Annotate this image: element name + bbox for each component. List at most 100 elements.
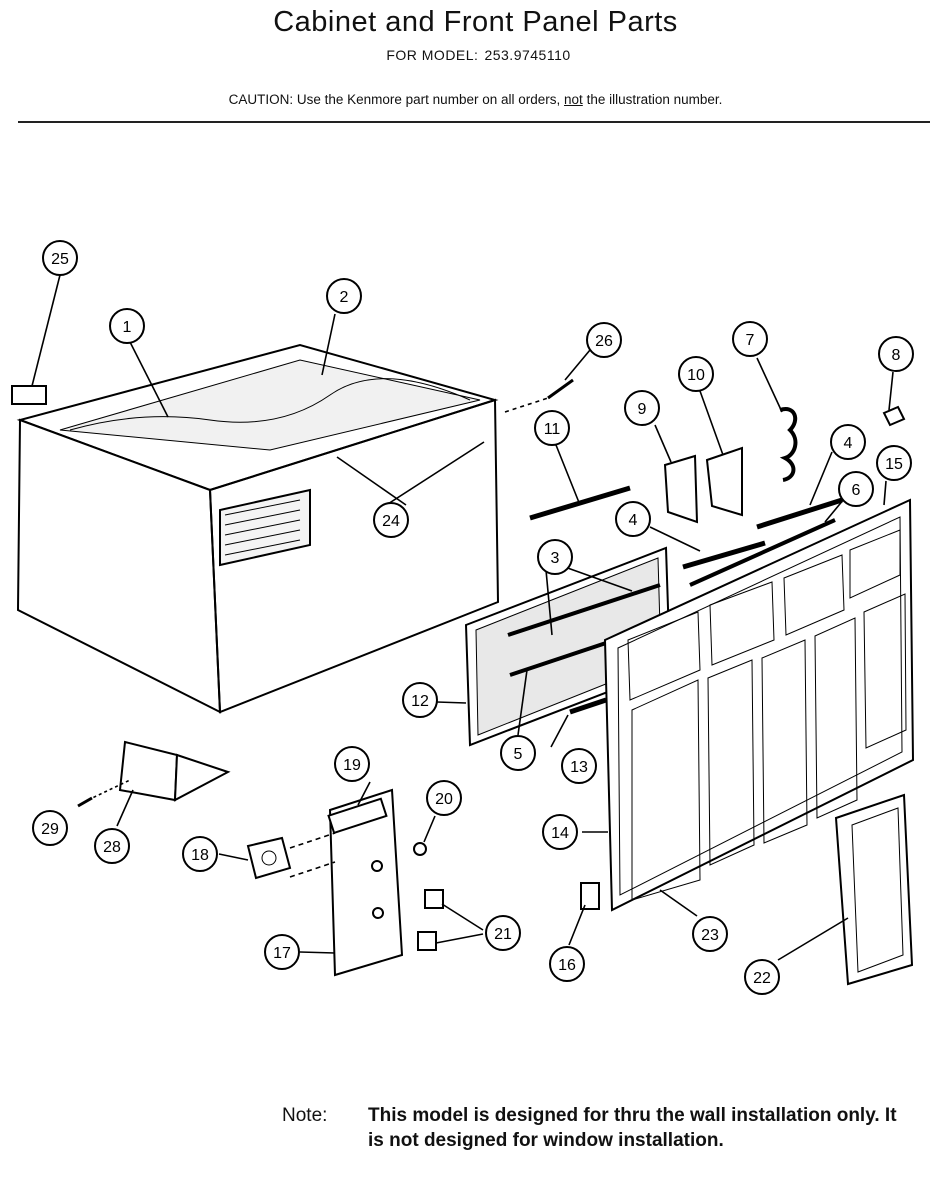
callout-circle	[182, 836, 218, 872]
callout-number: 13	[570, 759, 588, 776]
strip-4-upper	[756, 497, 843, 530]
callout-number: 21	[494, 926, 512, 943]
callout-23: 23	[692, 916, 728, 952]
callout-circle	[402, 682, 438, 718]
strip-4-lower	[682, 540, 766, 570]
callout-number: 1	[123, 319, 132, 336]
switch-18	[246, 836, 292, 880]
callout-8: 8	[878, 336, 914, 372]
callout-number: 20	[435, 791, 453, 808]
bracket-9	[663, 454, 699, 524]
callout-circle	[732, 321, 768, 357]
bracket-28	[77, 740, 231, 808]
callout-number: 26	[595, 333, 613, 350]
front-grille-14	[603, 498, 915, 912]
callout-17: 17	[264, 934, 300, 970]
callout-19: 19	[334, 746, 370, 782]
door-22	[834, 793, 914, 986]
bracket-10	[705, 446, 743, 517]
control-plate-17	[289, 788, 404, 977]
thermostat-21-upper	[424, 889, 444, 909]
callout-6: 6	[838, 471, 874, 507]
callout-11: 11	[534, 410, 570, 446]
caution-prefix: CAUTION: Use the Kenmore part number on …	[228, 92, 561, 107]
callout-number: 24	[382, 513, 400, 530]
knob-8	[882, 405, 906, 427]
callout-circle	[42, 240, 78, 276]
callout-15: 15	[876, 445, 912, 481]
strip-13	[569, 697, 607, 715]
callout-18: 18	[182, 836, 218, 872]
callout-number: 4	[629, 512, 638, 529]
callout-number: 14	[551, 825, 569, 842]
callout-number: 22	[753, 970, 771, 987]
callout-number: 4	[844, 435, 853, 452]
callout-circle	[624, 390, 660, 426]
foot-16	[580, 882, 600, 910]
callout-circle	[586, 322, 622, 358]
callout-circle	[373, 502, 409, 538]
callout-number: 29	[41, 821, 59, 838]
callout-14: 14	[542, 814, 578, 850]
installation-note: Note: This model is designed for thru th…	[282, 1103, 912, 1151]
callout-number: 9	[638, 401, 647, 418]
callout-28: 28	[94, 828, 130, 864]
knob-20	[413, 842, 427, 856]
callout-number: 6	[852, 482, 861, 499]
callout-circle	[500, 735, 536, 771]
caution-line: CAUTION: Use the Kenmore part number on …	[0, 92, 951, 107]
callout-20: 20	[426, 780, 462, 816]
strip-6	[689, 518, 836, 587]
callout-number: 17	[273, 945, 291, 962]
callout-7: 7	[732, 321, 768, 357]
callout-16: 16	[549, 946, 585, 982]
callout-24: 24	[373, 502, 409, 538]
callout-number: 25	[51, 251, 69, 268]
callout-21: 21	[485, 915, 521, 951]
callout-number: 10	[687, 367, 705, 384]
callout-circle	[109, 308, 145, 344]
callout-circle	[830, 424, 866, 460]
callout-circle	[264, 934, 300, 970]
callout-10: 10	[678, 356, 714, 392]
callout-circle	[534, 410, 570, 446]
callout-9: 9	[624, 390, 660, 426]
callout-circle	[326, 278, 362, 314]
callout-5: 5	[500, 735, 536, 771]
callout-circle	[537, 539, 573, 575]
callout-circle	[838, 471, 874, 507]
note-text: This model is designed for thru the wall…	[368, 1105, 897, 1151]
callout-3: 3	[537, 539, 573, 575]
callout-26: 26	[586, 322, 622, 358]
callout-12: 12	[402, 682, 438, 718]
callout-circle	[561, 748, 597, 784]
callout-number: 2	[340, 289, 349, 306]
note-label: Note:	[282, 1105, 328, 1126]
callout-circle	[542, 814, 578, 850]
callout-number: 3	[551, 550, 560, 567]
callout-29: 29	[32, 810, 68, 846]
page-title: Cabinet and Front Panel Parts	[273, 6, 678, 38]
callout-circle	[32, 810, 68, 846]
model-line: FOR MODEL: 253.9745110	[0, 47, 951, 63]
callout-1: 1	[109, 308, 145, 344]
callout-number: 12	[411, 693, 429, 710]
callout-number: 15	[885, 456, 903, 473]
screw-26	[504, 378, 574, 413]
callout-4: 4	[830, 424, 866, 460]
callout-number: 23	[701, 927, 719, 944]
caution-suffix: the illustration number.	[586, 92, 723, 107]
callout-circle	[549, 946, 585, 982]
thermostat-21-lower	[417, 931, 437, 951]
model-label: FOR MODEL:	[386, 47, 479, 63]
callout-number: 16	[558, 957, 576, 974]
label-plate	[11, 385, 47, 405]
callout-circle	[692, 916, 728, 952]
callout-number: 7	[746, 332, 755, 349]
model-number: 253.9745110	[484, 47, 571, 63]
callout-circle	[878, 336, 914, 372]
callout-number: 11	[544, 421, 561, 438]
callout-circle	[678, 356, 714, 392]
callout-circle	[485, 915, 521, 951]
